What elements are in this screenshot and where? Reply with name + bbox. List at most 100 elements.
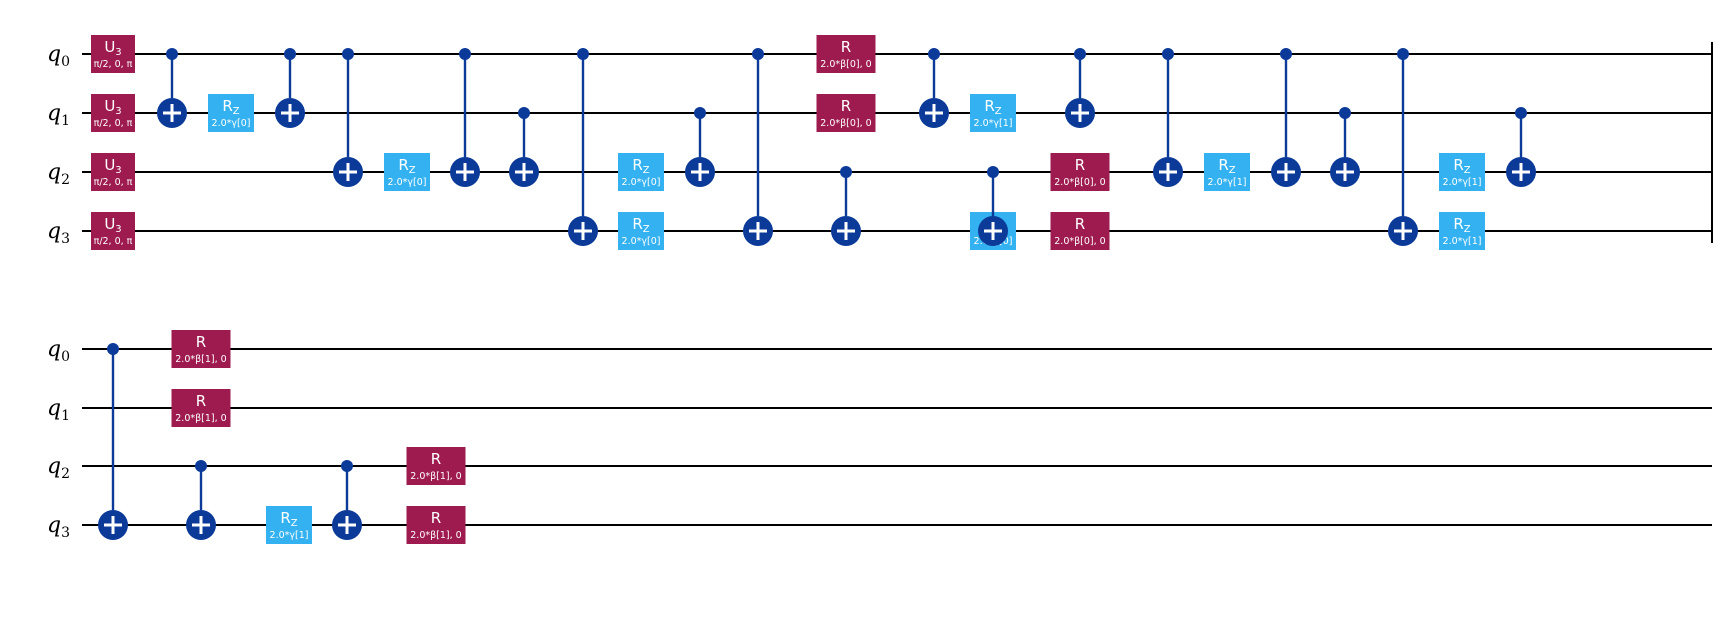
gate-name-sub: Z	[1464, 165, 1471, 176]
cnot-gate	[1065, 48, 1095, 128]
gate-name-label: RZ	[632, 156, 649, 176]
u3-gate: U3π/2, 0, π	[91, 153, 135, 191]
r-gate: R2.0*β[0], 0	[816, 94, 876, 132]
r-gate: R2.0*β[0], 0	[1050, 212, 1110, 250]
cnot-control-dot	[195, 460, 207, 472]
gate-name-main: R	[280, 509, 290, 527]
cnot-control-dot	[840, 166, 852, 178]
cnot-gate	[333, 48, 363, 187]
rz-gate: RZ2.0*γ[1]	[970, 94, 1016, 132]
gate-name-main: U	[104, 215, 115, 233]
gate-name-label: U3	[104, 97, 121, 117]
cnot-gate	[275, 48, 305, 128]
cnot-control-dot	[1397, 48, 1409, 60]
cnot-control-dot	[459, 48, 471, 60]
gate-name-sub: Z	[291, 518, 298, 529]
gate-box	[171, 330, 231, 368]
gate-parameter: 2.0*γ[0]	[622, 236, 661, 247]
gate-parameter: 2.0*γ[0]	[212, 118, 251, 129]
gate-box	[208, 94, 254, 132]
gate-name-label: RZ	[280, 509, 297, 529]
gate-name-main: R	[1075, 215, 1085, 233]
qubit-label-name: q	[47, 513, 61, 538]
cnot-gate	[1388, 48, 1418, 246]
cnot-gate	[157, 48, 187, 128]
gate-name-main: R	[1453, 156, 1463, 174]
qubit-label-q0: q0	[47, 337, 70, 365]
gate-box	[171, 389, 231, 427]
u3-gate: U3π/2, 0, π	[91, 35, 135, 73]
qubit-label-name: q	[47, 454, 61, 479]
qubit-label-index: 2	[61, 172, 70, 188]
gate-box	[406, 506, 466, 544]
gate-name-main: R	[632, 156, 642, 174]
cnot-control-dot	[928, 48, 940, 60]
qubit-label-name: q	[47, 396, 61, 421]
gate-box	[91, 212, 135, 250]
gate-name-label: RZ	[398, 156, 415, 176]
gate-box	[816, 35, 876, 73]
cnot-gate	[1153, 48, 1183, 187]
cnot-gate	[978, 166, 1008, 246]
cnot-gate	[98, 343, 128, 540]
cnot-gate	[1330, 107, 1360, 187]
qubit-label-q0: q0	[47, 42, 70, 70]
gate-name-label: R	[841, 97, 851, 115]
gate-name-label: RZ	[1453, 156, 1470, 176]
cnot-control-dot	[1339, 107, 1351, 119]
cnot-control-dot	[1162, 48, 1174, 60]
gate-name-label: U3	[104, 38, 121, 58]
gate-name-label: RZ	[984, 97, 1001, 117]
qubit-label-index: 3	[61, 525, 70, 541]
gate-parameter: 2.0*β[1], 0	[410, 530, 461, 541]
cnot-control-dot	[987, 166, 999, 178]
gate-box	[618, 153, 664, 191]
gate-box	[266, 506, 312, 544]
gate-parameter: 2.0*γ[1]	[270, 530, 309, 541]
gate-name-sub: 3	[115, 224, 121, 235]
gate-name-main: R	[841, 97, 851, 115]
gate-name-main: R	[196, 392, 206, 410]
u3-gate: U3π/2, 0, π	[91, 94, 135, 132]
gate-parameter: 2.0*γ[1]	[1208, 177, 1247, 188]
gate-name-label: U3	[104, 156, 121, 176]
gate-name-label: U3	[104, 215, 121, 235]
gate-parameter: 2.0*γ[0]	[622, 177, 661, 188]
cnot-gate	[743, 48, 773, 246]
gate-parameter: 2.0*γ[1]	[974, 118, 1013, 129]
cnot-control-dot	[1515, 107, 1527, 119]
cnot-gate	[509, 107, 539, 187]
qubit-label-q2: q2	[47, 160, 70, 188]
gate-name-main: R	[196, 333, 206, 351]
qubit-label-index: 0	[61, 349, 70, 365]
qubit-label-index: 0	[61, 54, 70, 70]
gate-box	[384, 153, 430, 191]
cnot-control-dot	[342, 48, 354, 60]
gate-box	[970, 94, 1016, 132]
gate-name-main: R	[1218, 156, 1228, 174]
gate-name-label: RZ	[1453, 215, 1470, 235]
gate-name-main: R	[222, 97, 232, 115]
gate-box	[816, 94, 876, 132]
r-gate: R2.0*β[1], 0	[406, 447, 466, 485]
gate-box	[91, 153, 135, 191]
cnot-control-dot	[341, 460, 353, 472]
qubit-label-q2: q2	[47, 454, 70, 482]
gate-name-sub: 3	[115, 106, 121, 117]
gate-box	[618, 212, 664, 250]
gate-name-label: R	[1075, 156, 1085, 174]
gate-parameter: 2.0*β[1], 0	[410, 471, 461, 482]
cnot-control-dot	[694, 107, 706, 119]
gate-name-sub: Z	[1464, 224, 1471, 235]
gate-name-main: R	[841, 38, 851, 56]
gate-box	[1439, 212, 1485, 250]
gate-name-main: U	[104, 97, 115, 115]
gate-name-sub: Z	[233, 106, 240, 117]
gate-name-sub: Z	[995, 106, 1002, 117]
gate-box	[1050, 212, 1110, 250]
gate-parameter: π/2, 0, π	[94, 177, 133, 188]
qubit-label-name: q	[47, 160, 61, 185]
cnot-gate	[1271, 48, 1301, 187]
gate-name-main: R	[984, 97, 994, 115]
r-gate: R2.0*β[1], 0	[171, 330, 231, 368]
